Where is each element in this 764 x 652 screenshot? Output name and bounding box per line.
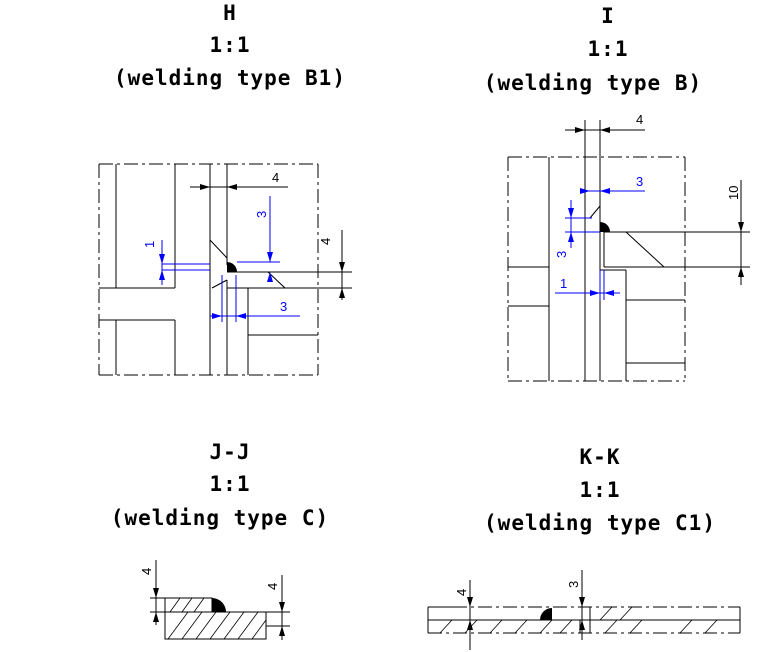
detail-h-dim-blue-v: 3 bbox=[254, 211, 269, 218]
detail-i-dim-blue-3-left: 3 bbox=[554, 251, 569, 258]
detail-h-scale: 1:1 bbox=[210, 33, 251, 57]
detail-jj-weld bbox=[212, 598, 226, 612]
detail-kk-geometry bbox=[427, 606, 741, 634]
detail-h-dim-right: 4 bbox=[318, 238, 333, 245]
detail-h-dim-blue-1: 1 bbox=[142, 241, 157, 248]
detail-h-dim-blue-3: 3 bbox=[280, 299, 287, 314]
detail-kk-type: (welding type C1) bbox=[484, 511, 716, 535]
detail-jj-type: (welding type C) bbox=[111, 506, 329, 530]
detail-i-weld bbox=[600, 222, 610, 232]
detail-h-dim-gap: 4 bbox=[272, 170, 279, 185]
detail-kk-id: K-K bbox=[580, 445, 621, 469]
detail-i: I 1:1 (welding type B) bbox=[484, 4, 750, 382]
detail-i-dimensions: 4 10 3 3 1 bbox=[554, 112, 750, 300]
detail-i-dim-blue-1: 1 bbox=[560, 276, 567, 291]
detail-i-dim-10: 10 bbox=[726, 186, 741, 200]
detail-jj-dimensions: 4 4 bbox=[139, 560, 290, 640]
detail-jj-geometry bbox=[164, 597, 267, 640]
detail-i-dim-gap: 4 bbox=[636, 112, 643, 127]
detail-kk-weld bbox=[540, 608, 552, 620]
detail-h: H 1:1 (welding type B1) bbox=[98, 1, 352, 376]
detail-kk-dim-top: 3 bbox=[566, 581, 581, 588]
detail-kk-scale: 1:1 bbox=[580, 478, 621, 502]
detail-jj: J-J 1:1 (welding type C) bbox=[111, 440, 329, 640]
detail-i-type: (welding type B) bbox=[484, 71, 702, 95]
detail-h-dimensions: 4 4 3 1 3 bbox=[142, 170, 352, 322]
detail-kk-dimensions: 4 3 bbox=[428, 570, 585, 650]
detail-jj-id: J-J bbox=[210, 440, 251, 464]
detail-jj-scale: 1:1 bbox=[210, 472, 251, 496]
detail-h-weld bbox=[227, 262, 237, 272]
detail-jj-dim-right: 4 bbox=[265, 583, 280, 590]
detail-i-dim-blue-3-top: 3 bbox=[636, 174, 643, 189]
detail-kk: K-K 1:1 (welding type C1) bbox=[427, 445, 741, 650]
detail-jj-dim-left: 4 bbox=[139, 568, 154, 575]
detail-h-type: (welding type B1) bbox=[114, 66, 346, 90]
detail-h-id: H bbox=[223, 1, 237, 25]
detail-i-scale: 1:1 bbox=[588, 37, 629, 61]
detail-kk-dim-left: 4 bbox=[454, 589, 469, 596]
detail-i-id: I bbox=[601, 4, 615, 28]
